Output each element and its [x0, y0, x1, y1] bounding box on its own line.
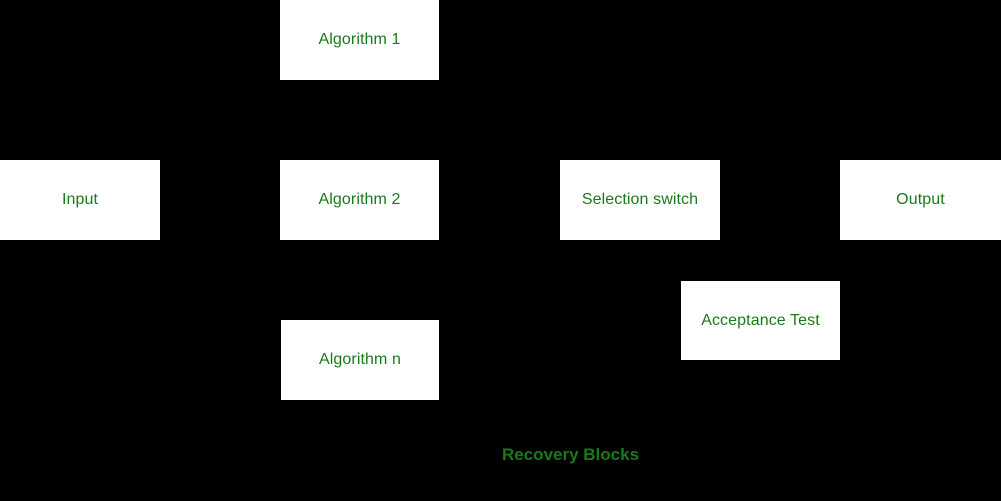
node-label-algorithm-1: Algorithm 1	[318, 31, 401, 49]
diagram-node-input[interactable]: Input	[0, 160, 160, 240]
diagram-node-algorithm-1[interactable]: Algorithm 1	[280, 0, 439, 80]
node-label-selection-switch: Selection switch	[581, 191, 699, 209]
node-label-acceptance-test: Acceptance Test	[701, 311, 820, 329]
diagram-node-output[interactable]: Output	[840, 160, 1001, 240]
node-label-algorithm-n: Algorithm n	[318, 351, 402, 369]
diagram-node-algorithm-n[interactable]: Algorithm n	[281, 320, 439, 400]
diagram-node-algorithm-2[interactable]: Algorithm 2	[280, 160, 439, 240]
diagram-node-acceptance-test[interactable]: Acceptance Test	[681, 281, 840, 360]
node-label-algorithm-2: Algorithm 2	[318, 191, 401, 209]
diagram-caption: Recovery Blocks	[502, 445, 640, 464]
diagram-node-selection-switch[interactable]: Selection switch	[560, 160, 720, 240]
node-label-input: Input	[61, 191, 99, 209]
node-label-output: Output	[896, 191, 945, 209]
